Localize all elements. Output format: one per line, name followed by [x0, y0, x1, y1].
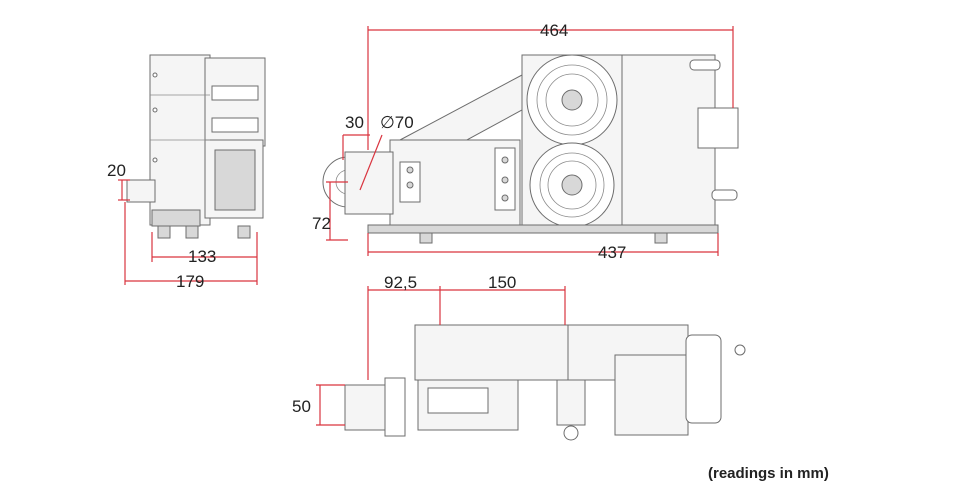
side-foot-3	[237, 225, 251, 239]
side-shaft	[126, 179, 156, 203]
top-motor	[614, 354, 689, 436]
side-foot-2	[185, 225, 199, 239]
top-reel-foot	[563, 425, 579, 441]
dim-label-437: 437	[598, 243, 626, 262]
handle-top	[689, 59, 721, 71]
side-view: 20 133 179	[107, 54, 266, 291]
side-slot-1	[211, 85, 259, 101]
top-reel-stub	[556, 379, 586, 426]
side-slot-2	[211, 117, 259, 133]
side-motor	[214, 149, 256, 211]
dim-label-179: 179	[176, 272, 204, 291]
top-knob	[734, 344, 746, 356]
base-rail	[367, 224, 719, 234]
dim-label-133: 133	[188, 247, 216, 266]
dim-label-464: 464	[540, 21, 568, 40]
top-head-plate	[427, 387, 489, 414]
dim-label-50: 50	[292, 397, 311, 416]
dim-label-70: ∅70	[380, 113, 414, 132]
dim-label-30: 30	[345, 113, 364, 132]
side-foot-1	[157, 225, 171, 239]
top-housing-upper	[414, 324, 571, 381]
dim-label-92-5: 92,5	[384, 273, 417, 292]
side-upper-block	[204, 57, 266, 147]
side-base-plate	[151, 209, 201, 227]
dim-line-70	[359, 134, 383, 191]
roller-bracket	[344, 151, 394, 215]
dim-label-20: 20	[107, 161, 126, 180]
front-view: 464 30 ∅70 72 437	[312, 21, 739, 262]
top-roller-bracket	[384, 377, 406, 437]
control-box	[697, 107, 739, 149]
dim-label-72: 72	[312, 214, 331, 233]
units-note: (readings in mm)	[708, 465, 829, 482]
top-view: 92,5 150 50	[292, 273, 746, 441]
cable-connector	[711, 189, 738, 201]
upper-reel-hub	[561, 89, 583, 111]
lower-reel-hub	[561, 174, 583, 196]
top-handle	[685, 334, 722, 424]
dim-label-150: 150	[488, 273, 516, 292]
